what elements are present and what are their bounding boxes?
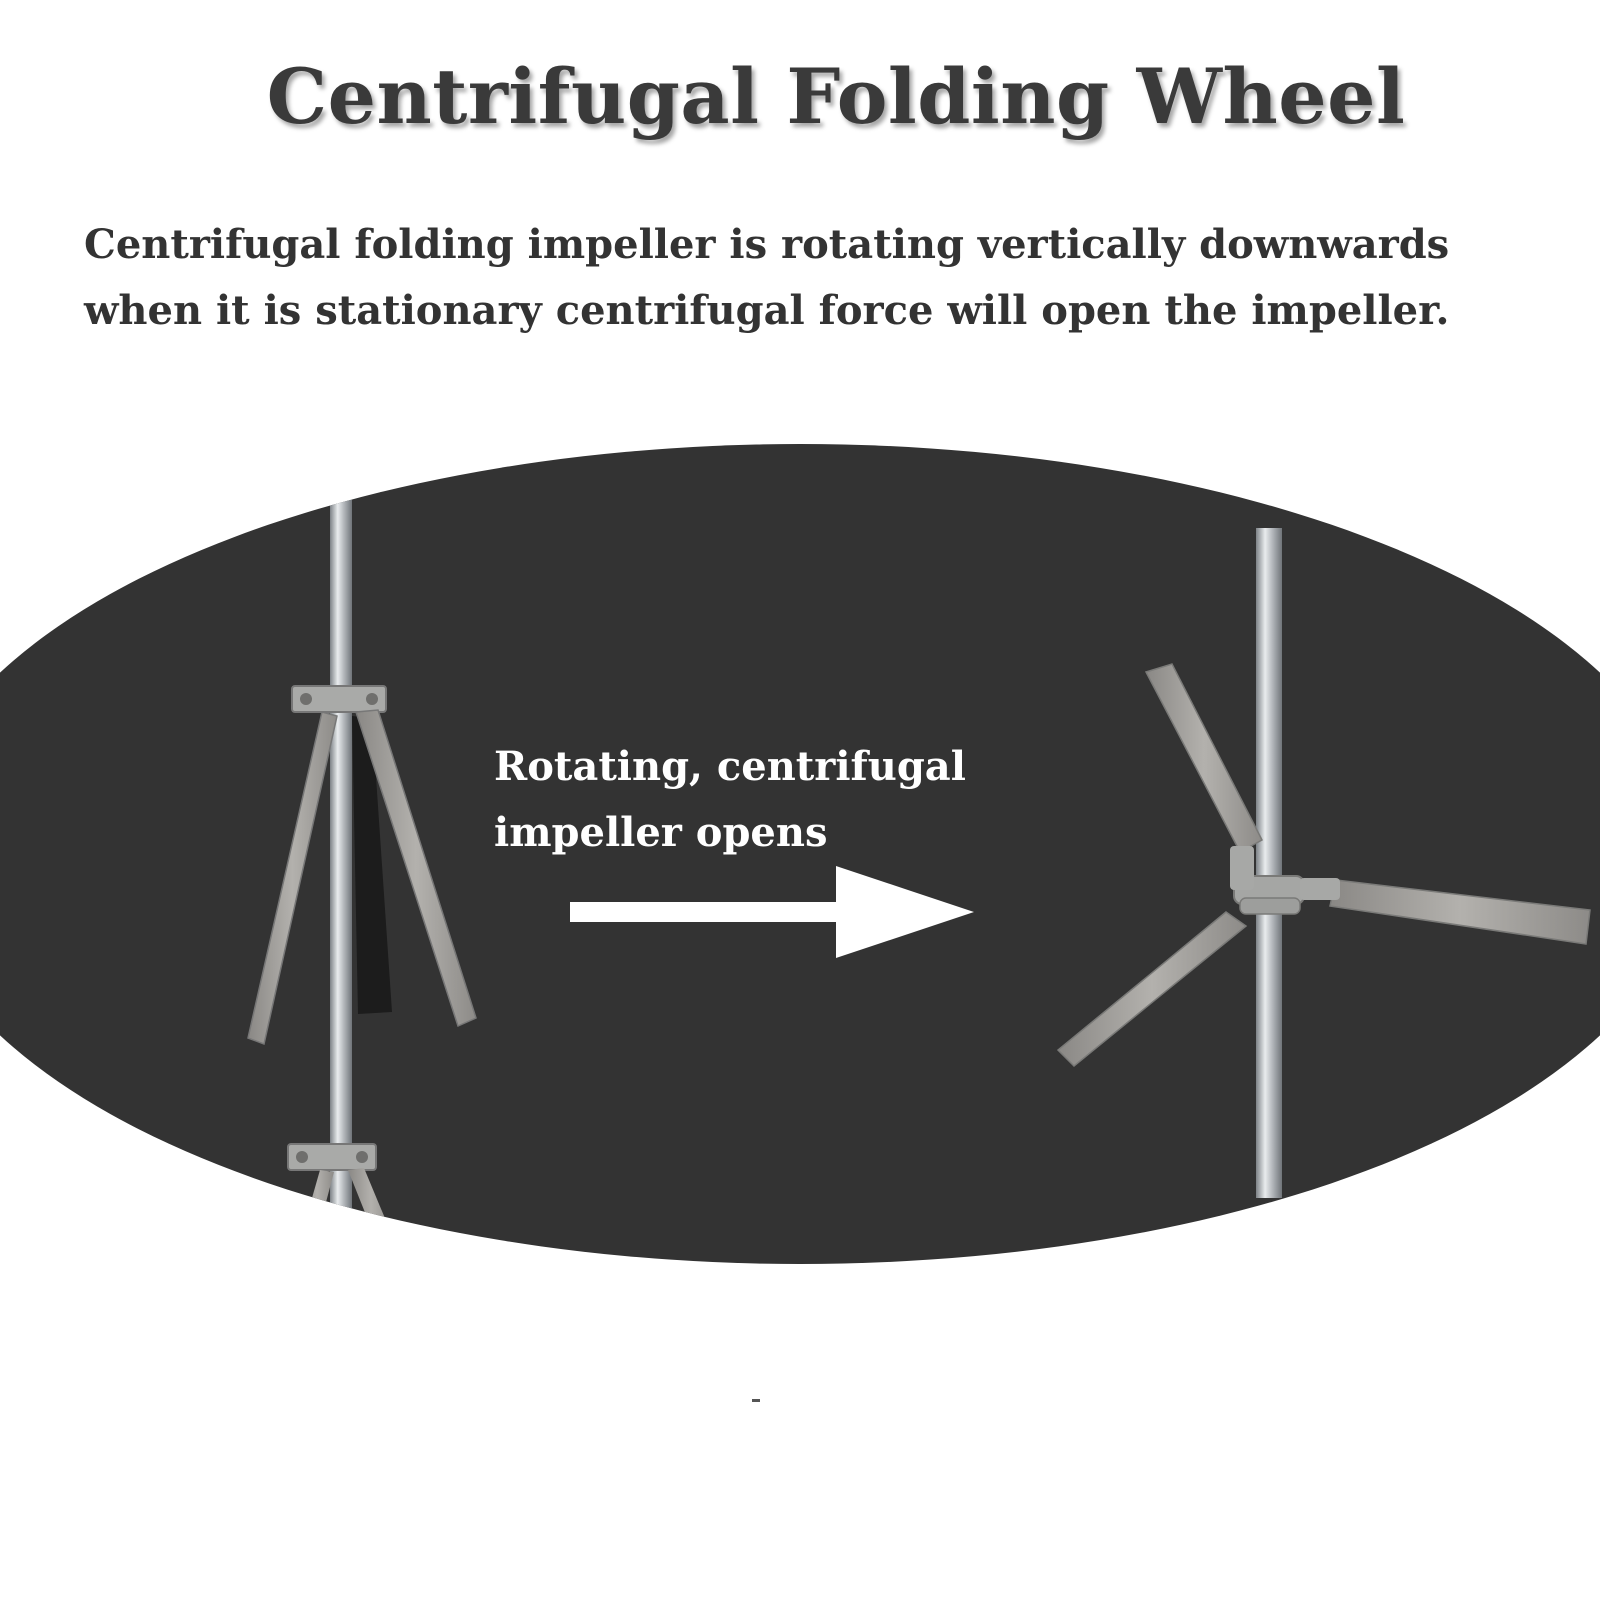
description-line-2: when it is stationary centrifugal force …	[84, 287, 1450, 334]
dark-ellipse-background	[0, 444, 1600, 1264]
clamp-bolt	[296, 1151, 308, 1163]
blade-root	[1300, 878, 1340, 900]
clamp-bolt	[356, 1151, 368, 1163]
clamp-bolt	[366, 693, 378, 705]
lower-clamp	[287, 1143, 377, 1171]
decorative-dot	[752, 1399, 760, 1402]
caption-line-2: impeller opens	[494, 809, 828, 856]
page-title: Centrifugal Folding Wheel	[266, 52, 1406, 141]
description-text: Centrifugal folding impeller is rotating…	[84, 212, 1564, 344]
folded-blade-right	[354, 709, 477, 1028]
hub-ring	[1239, 897, 1301, 915]
blade-root	[1230, 846, 1254, 890]
open-blade-lower-left	[1056, 911, 1248, 1068]
upper-clamp	[291, 685, 387, 713]
open-rod	[1256, 528, 1282, 1198]
caption-line-1: Rotating, centrifugal	[494, 743, 966, 790]
caption-text: Rotating, centrifugal impeller opens	[494, 734, 966, 866]
description-line-1: Centrifugal folding impeller is rotating…	[84, 221, 1450, 268]
open-impeller-icon	[1056, 528, 1591, 1198]
folded-blade-center	[352, 716, 392, 1014]
right-arrow-icon	[570, 866, 974, 958]
clamp-bolt	[300, 693, 312, 705]
folded-rod	[330, 490, 352, 1230]
open-blade-up	[1144, 663, 1264, 854]
folded-blade-left	[247, 711, 338, 1046]
